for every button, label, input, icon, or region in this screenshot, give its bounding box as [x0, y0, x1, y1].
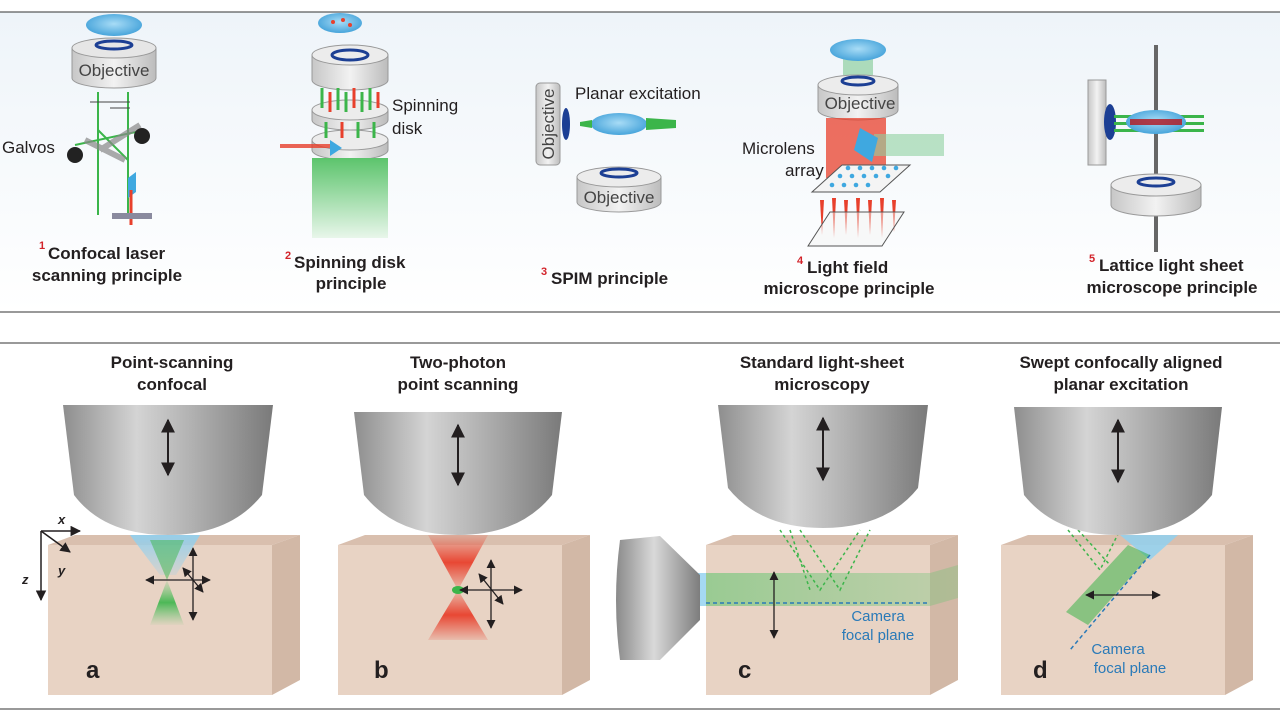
- panel-d-camera-label: Camera: [1091, 641, 1145, 658]
- item-1-number: 1: [39, 240, 45, 252]
- panel-d-title-line2: planar excitation: [1053, 375, 1188, 394]
- panel-c-title-line2: microscopy: [774, 375, 870, 394]
- disk-label: disk: [392, 119, 423, 138]
- panel-a-figure: [35, 405, 300, 695]
- panel-b-title-line2: point scanning: [398, 375, 519, 394]
- axis-y-label: y: [57, 563, 66, 578]
- panel-a-title-line2: confocal: [137, 375, 207, 394]
- light-field-diagram: [807, 39, 944, 247]
- item-2-caption-line1: Spinning disk: [294, 253, 406, 272]
- item-4-number: 4: [797, 255, 804, 267]
- axis-z-label: z: [21, 572, 29, 587]
- galvos-label: Galvos: [2, 138, 55, 157]
- panel-c-letter: c: [738, 657, 751, 684]
- axis-x-label: x: [57, 512, 66, 527]
- panel-d-title-line1: Swept confocally aligned: [1019, 353, 1222, 372]
- array-label: array: [785, 161, 824, 180]
- item-1-caption-line1: Confocal laser: [48, 244, 166, 263]
- panel-b-title-line1: Two-photon: [410, 353, 506, 372]
- spinning-disk-diagram: [280, 13, 389, 238]
- planar-excitation-label: Planar excitation: [575, 84, 701, 103]
- confocal-diagram: [67, 14, 157, 225]
- spim-diagram: [535, 82, 676, 213]
- top-panel-background: [0, 12, 1280, 312]
- panel-c-focal-plane-label: focal plane: [842, 627, 915, 644]
- item-3-caption: SPIM principle: [551, 269, 668, 288]
- spim-objective-bottom-label: Objective: [584, 188, 655, 207]
- item-2-number: 2: [285, 250, 291, 262]
- item-3-number: 3: [541, 266, 547, 278]
- spinning-label: Spinning: [392, 96, 458, 115]
- confocal-objective-label: Objective: [79, 61, 150, 80]
- panel-c-figure: [616, 405, 958, 695]
- item-4-caption-line1: Light field: [807, 258, 888, 277]
- item-1-caption-line2: scanning principle: [32, 266, 182, 285]
- panel-a-title-line1: Point-scanning: [111, 353, 234, 372]
- panel-c-title-line1: Standard light-sheet: [740, 353, 905, 372]
- item-5-number: 5: [1089, 253, 1095, 265]
- panel-b-figure: [338, 412, 590, 695]
- panel-c-camera-label: Camera: [851, 608, 905, 625]
- item-4-caption-line2: microscope principle: [764, 279, 935, 298]
- spim-objective-side-label: Objective: [539, 89, 558, 160]
- item-5-caption-line1: Lattice light sheet: [1099, 256, 1244, 275]
- lattice-diagram: [1087, 45, 1204, 252]
- panel-d-figure: [1001, 407, 1253, 695]
- microlens-label: Microlens: [742, 139, 815, 158]
- panel-d-letter: d: [1033, 657, 1048, 684]
- panel-a-letter: a: [86, 657, 100, 684]
- panel-d-focal-plane-label: focal plane: [1094, 660, 1167, 677]
- item-2-caption-line2: principle: [316, 274, 387, 293]
- panel-b-letter: b: [374, 657, 389, 684]
- lightfield-objective-label: Objective: [825, 94, 896, 113]
- item-5-caption-line2: microscope principle: [1087, 278, 1258, 297]
